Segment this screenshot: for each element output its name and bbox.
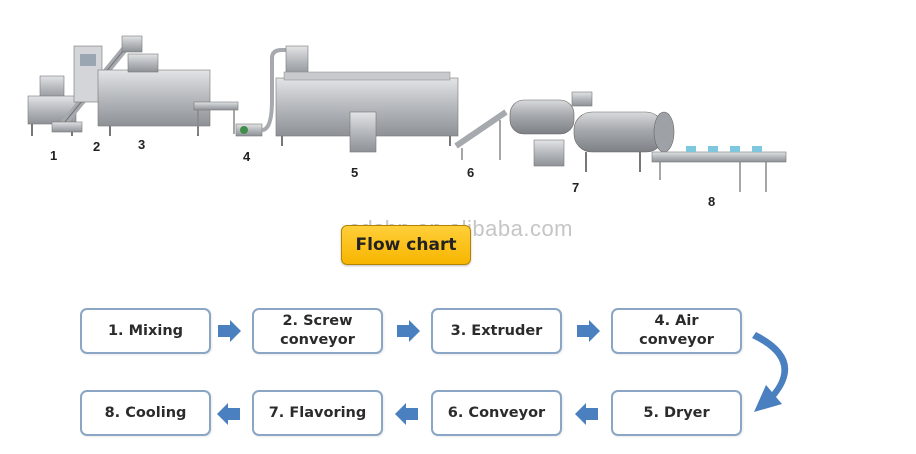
step-air-conveyor: 4. Air conveyor — [611, 308, 742, 354]
conveyor-machine — [454, 109, 508, 160]
cooling-machine — [651, 146, 787, 192]
arrow-right-icon — [577, 320, 600, 342]
arrow-right-icon — [218, 320, 241, 342]
production-line-illustration — [27, 35, 787, 192]
step-cooling: 8. Cooling — [80, 390, 211, 436]
machine-label-2: 2 — [93, 139, 101, 154]
machine-label-6: 6 — [467, 165, 475, 180]
flavoring-machine — [509, 91, 675, 172]
machine-label-4: 4 — [243, 149, 251, 164]
arrow-right-icon — [397, 320, 420, 342]
dryer-machine — [275, 71, 459, 153]
machine-label-1: 1 — [50, 148, 58, 163]
machine-label-7: 7 — [572, 180, 580, 195]
arrow-left-icon — [395, 403, 418, 425]
arrow-left-icon — [217, 403, 240, 425]
machine-label-5: 5 — [351, 165, 359, 180]
step-conveyor: 6. Conveyor — [431, 390, 562, 436]
step-flavoring: 7. Flavoring — [252, 390, 383, 436]
arrow-left-icon — [575, 403, 598, 425]
extruder-machine — [73, 45, 211, 136]
machine-label-3: 3 — [138, 137, 146, 152]
step-dryer: 5. Dryer — [611, 390, 742, 436]
step-screw-conveyor: 2. Screw conveyor — [252, 308, 383, 354]
flow-chart-title: Flow chart — [341, 225, 471, 265]
air-conveyor-machine — [193, 45, 309, 137]
machine-label-8: 8 — [708, 194, 716, 209]
curved-arrow-icon — [752, 332, 789, 412]
step-mixing: 1. Mixing — [80, 308, 211, 354]
step-extruder: 3. Extruder — [431, 308, 562, 354]
